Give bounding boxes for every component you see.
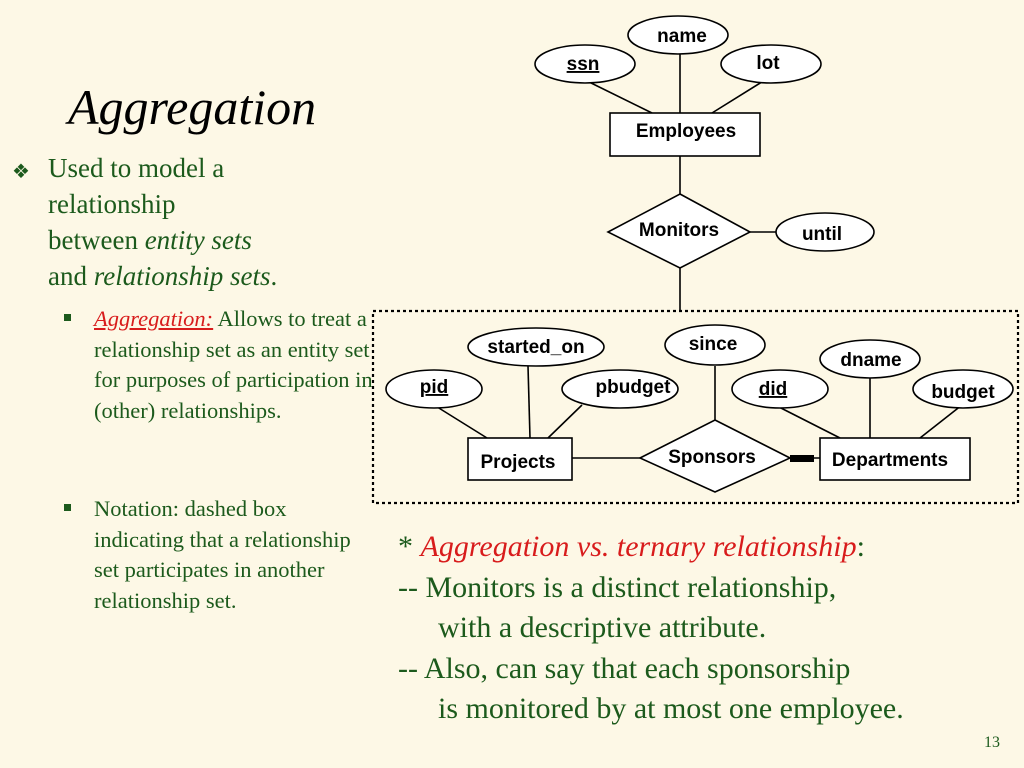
svg-text:Departments: Departments xyxy=(832,450,948,471)
relationship-monitors: Monitors xyxy=(606,193,752,269)
svg-text:budget: budget xyxy=(931,382,995,403)
attribute-started-on: started_on xyxy=(467,327,605,367)
key-constraint-bar xyxy=(790,455,814,462)
entity-departments: Departments xyxy=(819,437,971,481)
attribute-pbudget: pbudget xyxy=(561,369,679,409)
notes-heading: Aggregation vs. ternary relationship xyxy=(420,530,857,563)
svg-text:name: name xyxy=(657,26,707,47)
bullet-main-text: Used to model a relationship between ent… xyxy=(48,153,278,291)
attribute-dname: dname xyxy=(819,339,921,379)
svg-text:Projects: Projects xyxy=(481,452,556,473)
square-bullet-icon xyxy=(64,314,71,321)
svg-text:started_on: started_on xyxy=(487,337,584,358)
connector-lines xyxy=(433,53,963,459)
slide-title: Aggregation xyxy=(68,79,317,135)
svg-text:until: until xyxy=(802,224,842,245)
entity-employees: Employees xyxy=(609,112,761,157)
svg-text:pid: pid xyxy=(420,377,449,398)
attribute-name: name xyxy=(627,15,729,55)
page-number: 13 xyxy=(984,734,1000,751)
svg-text:Monitors: Monitors xyxy=(639,220,719,241)
svg-text:did: did xyxy=(759,379,788,400)
svg-text:ssn: ssn xyxy=(567,54,600,75)
attribute-ssn-key: ssn xyxy=(534,44,636,84)
svg-text:lot: lot xyxy=(756,53,780,74)
square-bullet-icon xyxy=(64,504,71,511)
svg-text:since: since xyxy=(689,334,738,355)
svg-text:Sponsors: Sponsors xyxy=(668,447,756,468)
svg-text:pbudget: pbudget xyxy=(596,377,672,398)
entity-projects: Projects xyxy=(467,437,573,481)
notes-block: * Aggregation vs. ternary relationship: … xyxy=(398,530,904,725)
attribute-budget: budget xyxy=(912,369,1014,409)
relationship-sponsors: Sponsors xyxy=(638,419,792,493)
attribute-pid-key: pid xyxy=(385,369,483,409)
attribute-did-key: did xyxy=(731,369,829,409)
svg-text:Employees: Employees xyxy=(636,121,736,142)
attribute-since: since xyxy=(664,324,766,366)
attribute-until: until xyxy=(775,212,875,252)
attribute-lot: lot xyxy=(720,44,822,84)
aggregation-dashed-box xyxy=(371,309,1020,505)
svg-text:dname: dname xyxy=(840,350,901,371)
diamond-bullet-icon: ❖ xyxy=(12,161,30,183)
aggregation-term: Aggregation: xyxy=(94,306,214,331)
